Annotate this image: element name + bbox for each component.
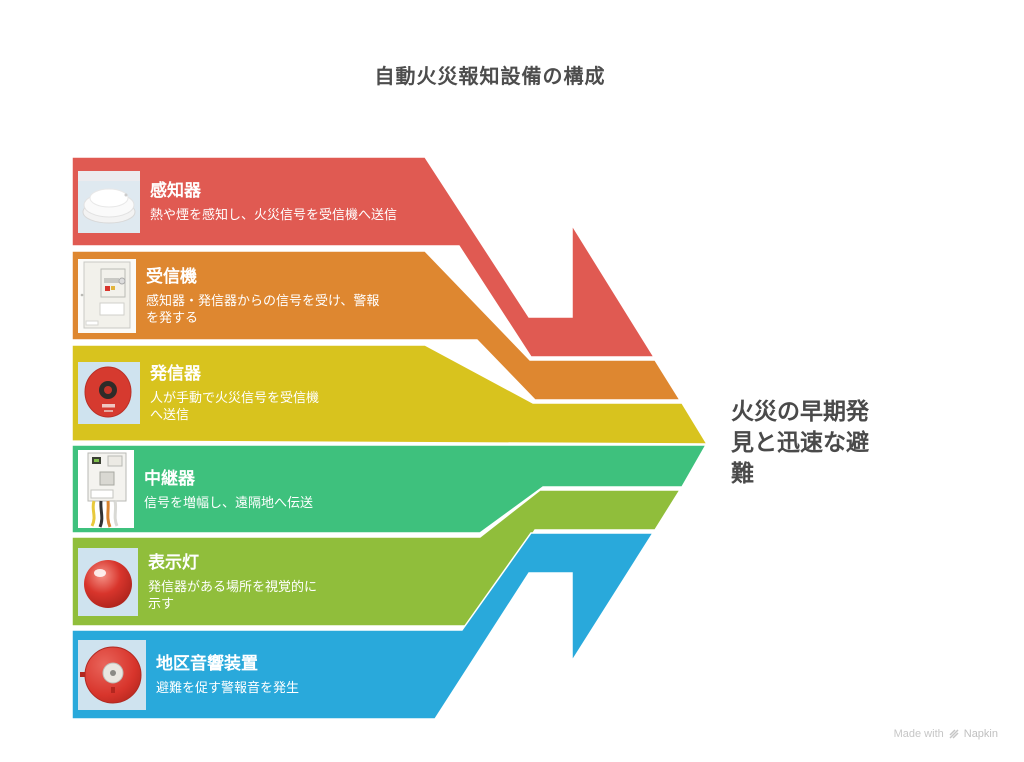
control-panel-image (78, 258, 136, 333)
band-item-transmitter: 発信器 人が手動で火災信号を受信機 へ送信 (72, 345, 444, 441)
band-label: 表示灯 (148, 552, 199, 572)
alarm-bell-image (78, 639, 146, 710)
band-description: 人が手動で火災信号を受信機 へ送信 (150, 390, 320, 422)
band-label: 発信器 (150, 364, 201, 383)
indicator-lamp-image (78, 547, 138, 616)
band-description: 避難を促す警報音を発生 (156, 680, 300, 695)
band-5-ribbon (71, 489, 682, 627)
band-6-ribbon (71, 532, 655, 720)
band-description: 熱や煙を感知し、火災信号を受信機へ送信 (150, 207, 398, 222)
band-item-receiver: 受信機 感知器・発信器からの信号を受け、警報 を発する (72, 251, 444, 340)
made-with-label: Made with (893, 728, 944, 740)
conclusion-text: 火災の早期発 見と迅速な避 難 (731, 398, 869, 486)
band-label: 地区音響装置 (156, 654, 258, 673)
diagram-title: 自動火災報知設備の構成 (374, 66, 606, 88)
band-label: 受信機 (146, 266, 197, 286)
band-4-ribbon (71, 444, 708, 534)
band-item-repeater: 中継器 信号を増幅し、遠隔地へ伝送 (72, 445, 444, 533)
band-label: 中継器 (144, 468, 195, 488)
smoke-detector-image (78, 170, 140, 233)
band-3-ribbon (71, 344, 709, 445)
manual-call-point-image (78, 362, 140, 424)
band-item-sensor: 感知器 熱や煙を感知し、火災信号を受信機へ送信 (72, 157, 444, 246)
band-item-district-sounder: 地区音響装置 避難を促す警報音を発生 (72, 630, 444, 719)
band-1-ribbon (71, 156, 656, 358)
band-2-ribbon (71, 250, 682, 401)
band-description: 感知器・発信器からの信号を受け、警報 を発する (146, 292, 380, 325)
napkin-brand-label: Napkin (963, 728, 998, 740)
band-description: 発信器がある場所を視覚的に 示す (148, 578, 318, 611)
band-description: 信号を増幅し、遠隔地へ伝送 (144, 494, 314, 510)
band-label: 感知器 (150, 181, 201, 200)
napkin-logo-icon (949, 729, 959, 739)
made-with-napkin: Made with Napkin (894, 728, 998, 740)
repeater-unit-image (78, 450, 134, 528)
band-item-indicator-lamp: 表示灯 発信器がある場所を視覚的に 示す (72, 537, 444, 626)
